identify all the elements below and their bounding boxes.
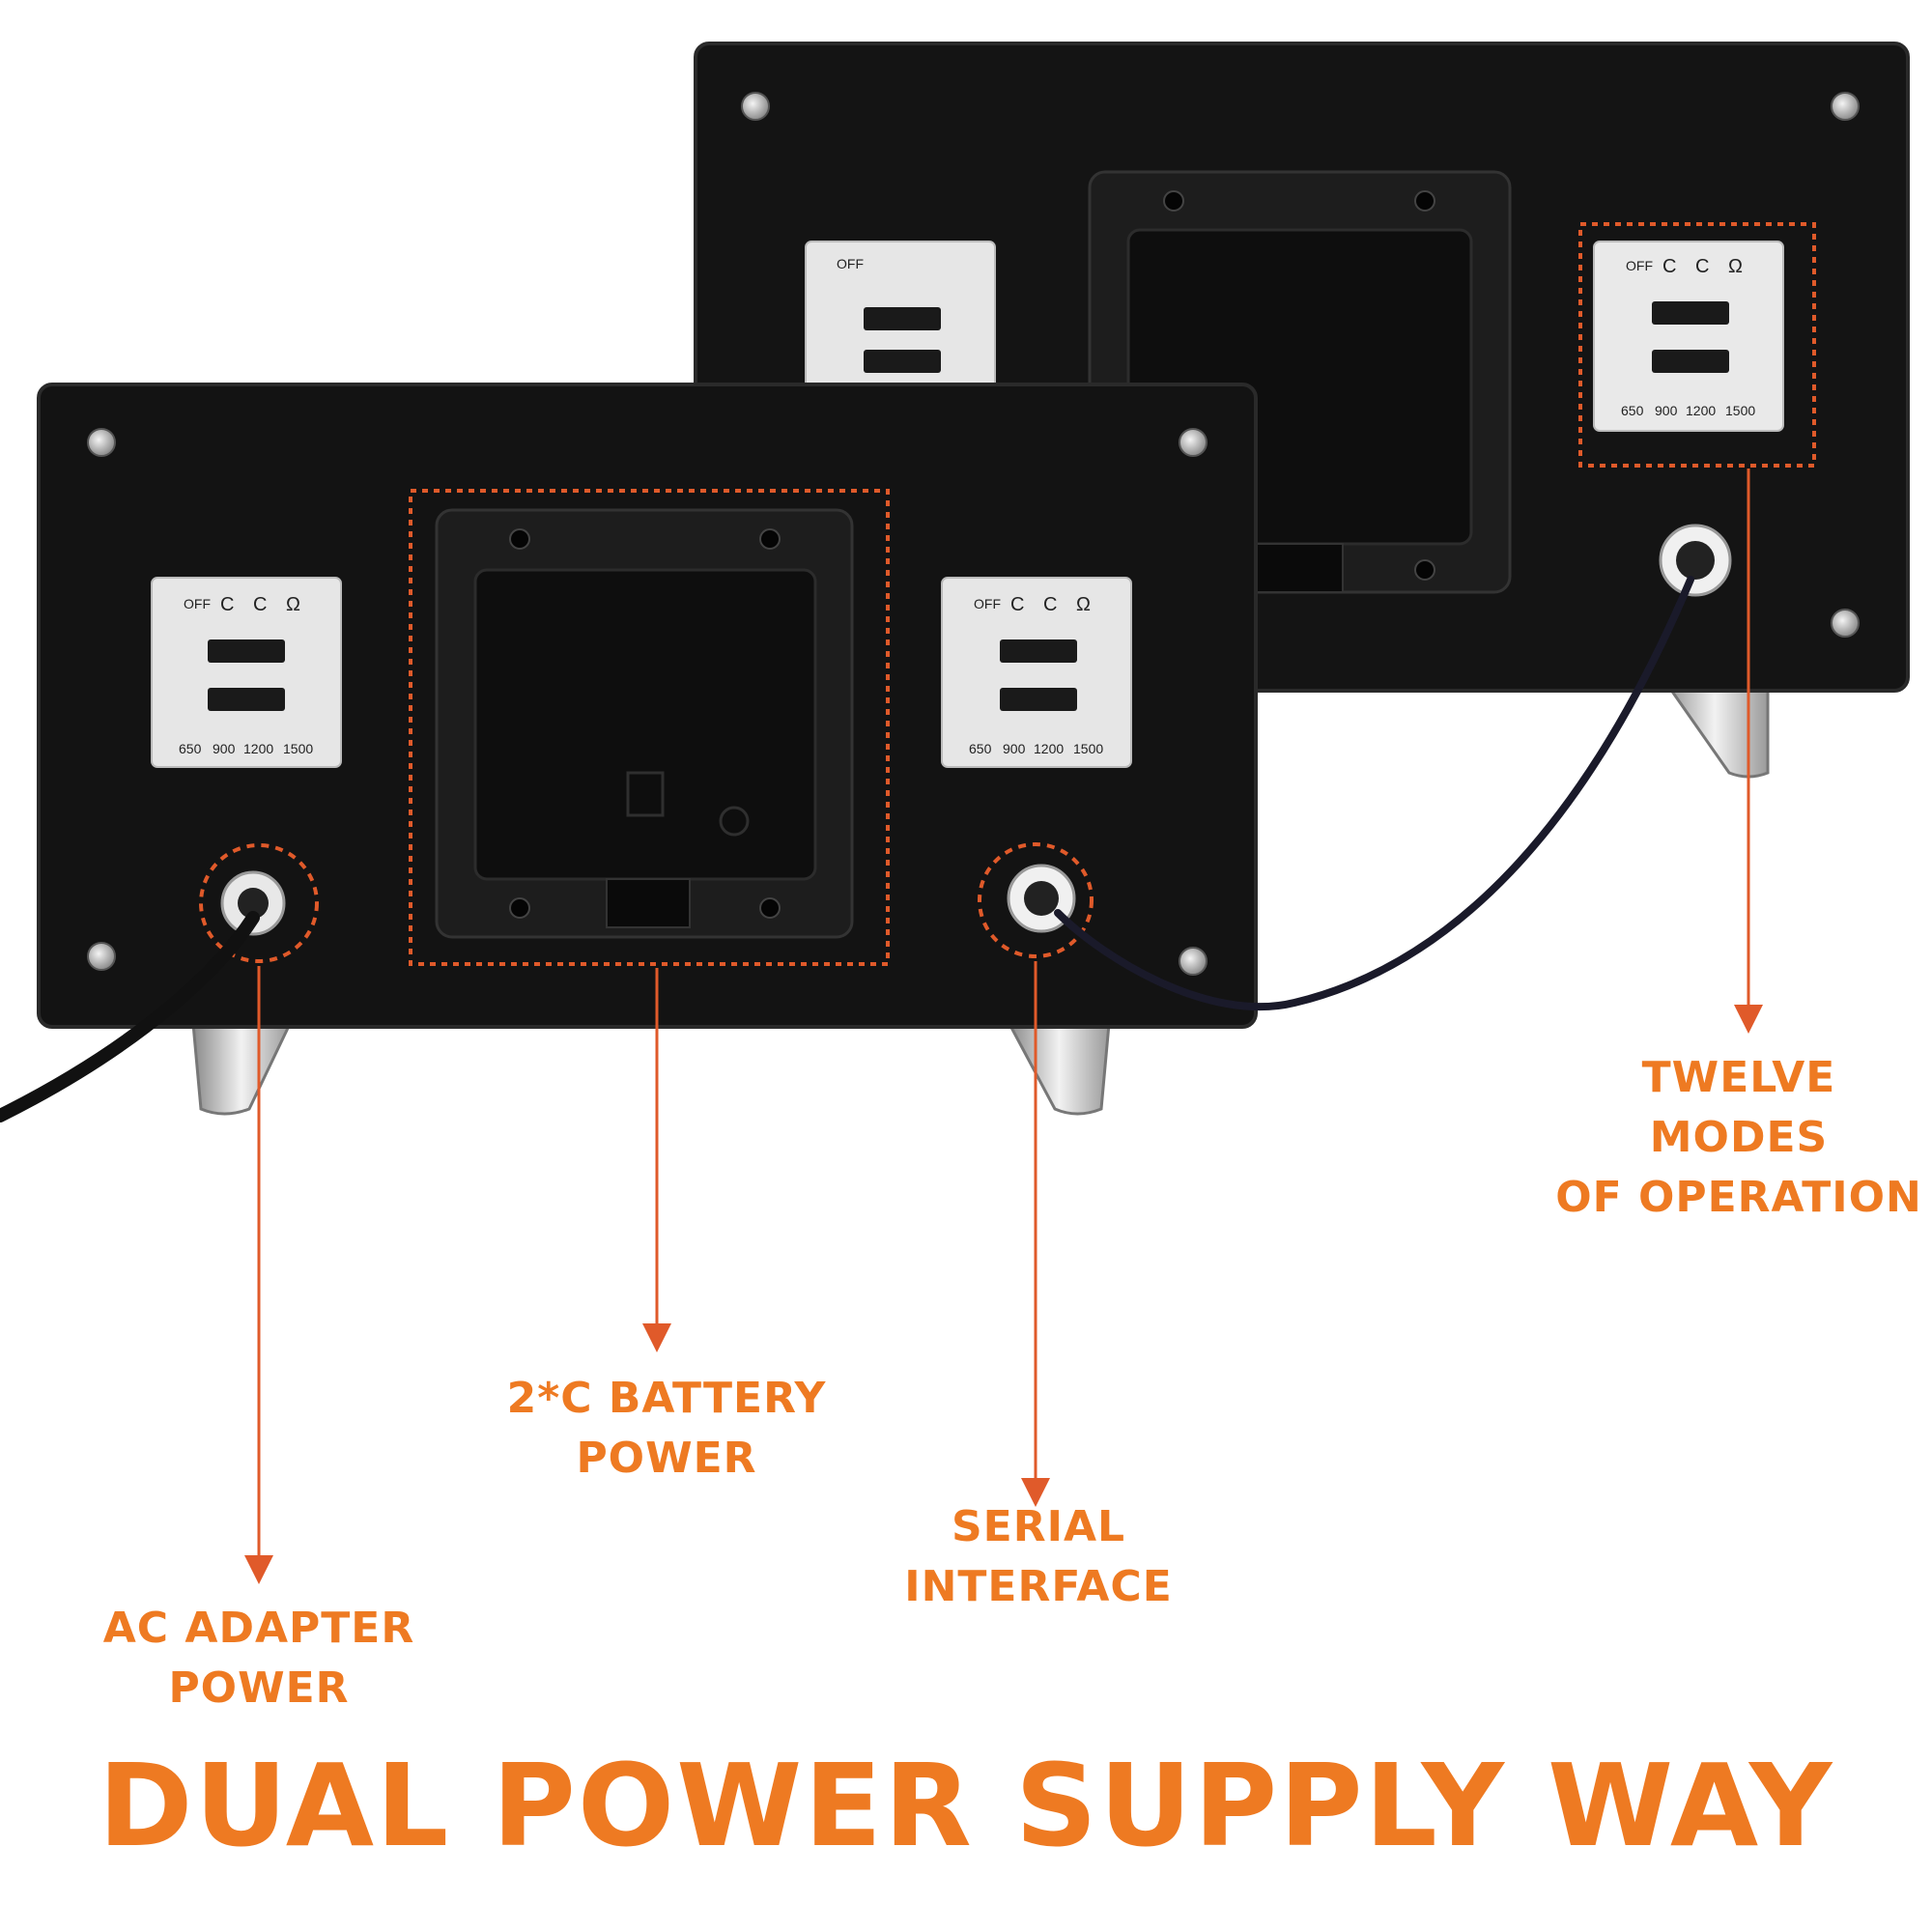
svg-text:C: C: [1662, 256, 1676, 277]
screw: [1831, 609, 1860, 638]
front-device-leg-left: [191, 1022, 293, 1116]
speed-label: 1200: [1686, 403, 1716, 418]
svg-text:C: C: [1010, 594, 1024, 615]
modes-label: TWELVE MODES OF OPERATION: [1555, 1053, 1922, 1222]
speed-label: 900: [1003, 741, 1026, 756]
switch-off-label: OFF: [837, 256, 864, 271]
speed-label: 650: [969, 741, 992, 756]
speed-label: 900: [1655, 403, 1678, 418]
back-switch-panel-left: OFF: [805, 241, 996, 397]
svg-text:Ω: Ω: [286, 594, 300, 615]
battery-compartment: [435, 508, 854, 939]
serial-cable: [1054, 576, 1694, 1011]
screw: [1831, 92, 1860, 121]
ac-cable: [0, 911, 260, 1122]
ac-adapter-label: AC ADAPTER POWER: [102, 1604, 415, 1713]
serial-highlight: [978, 842, 1094, 958]
svg-text:C: C: [1695, 256, 1709, 277]
modes-highlight: [1578, 222, 1816, 468]
speed-label: 900: [213, 741, 236, 756]
speed-label: 1200: [243, 741, 273, 756]
serial-label: SERIAL INTERFACE: [904, 1502, 1173, 1611]
page-title: DUAL POWER SUPPLY WAY: [98, 1739, 1834, 1872]
switch-panel-modes: OFF C C Ω 650 900 1200 1500: [1593, 241, 1784, 432]
svg-text:Ω: Ω: [1076, 594, 1091, 615]
switch-panel-left: OFF C C Ω 650 900 1200 1500: [151, 577, 342, 768]
speed-label: 1200: [1034, 741, 1064, 756]
svg-text:C: C: [253, 594, 267, 615]
speed-label: 1500: [1725, 403, 1755, 418]
speed-label: 650: [1621, 403, 1644, 418]
svg-text:Ω: Ω: [1728, 256, 1743, 277]
battery-label: 2*C BATTERY POWER: [506, 1374, 827, 1483]
ac-highlight: [199, 843, 319, 963]
speed-label: 650: [179, 741, 202, 756]
screw: [87, 428, 116, 457]
switch-off-label: OFF: [184, 596, 211, 611]
switch-off-label: OFF: [1626, 258, 1653, 273]
switch-off-label: OFF: [974, 596, 1001, 611]
screw: [741, 92, 770, 121]
screw: [1179, 428, 1208, 457]
screw: [1179, 947, 1208, 976]
speed-label: 1500: [1073, 741, 1103, 756]
front-device-leg-right: [1007, 1022, 1111, 1116]
switch-panel-right: OFF C C Ω 650 900 1200 1500: [941, 577, 1132, 768]
back-device-leg: [1659, 674, 1770, 779]
speed-label: 1500: [283, 741, 313, 756]
svg-text:C: C: [220, 594, 234, 615]
screw: [87, 942, 116, 971]
front-device: OFF C C Ω 650 900 1200 1500 OFF C C Ω 65…: [37, 222, 1816, 1116]
svg-text:C: C: [1043, 594, 1057, 615]
